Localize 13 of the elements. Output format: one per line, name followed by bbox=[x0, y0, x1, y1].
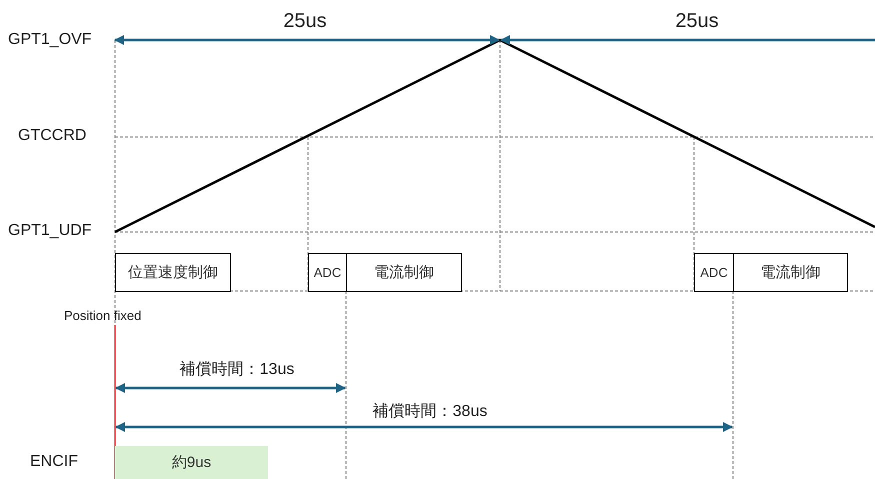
process-box: ADC bbox=[308, 253, 347, 292]
signal-label: GPT1_OVF bbox=[8, 31, 92, 49]
process-box: 電流制御 bbox=[346, 253, 462, 292]
signal-label: GPT1_UDF bbox=[8, 222, 92, 240]
signal-label: ENCIF bbox=[30, 453, 78, 471]
signal-label: GTCCRD bbox=[18, 127, 86, 145]
duration-bar: 約9us bbox=[115, 446, 268, 479]
period-label: 25us bbox=[675, 10, 719, 33]
note-text: Position fixed bbox=[64, 308, 142, 323]
process-box: 電流制御 bbox=[733, 253, 848, 292]
process-box: ADC bbox=[694, 253, 734, 292]
period-label: 25us bbox=[283, 10, 327, 33]
process-box: 位置速度制御 bbox=[115, 253, 231, 292]
